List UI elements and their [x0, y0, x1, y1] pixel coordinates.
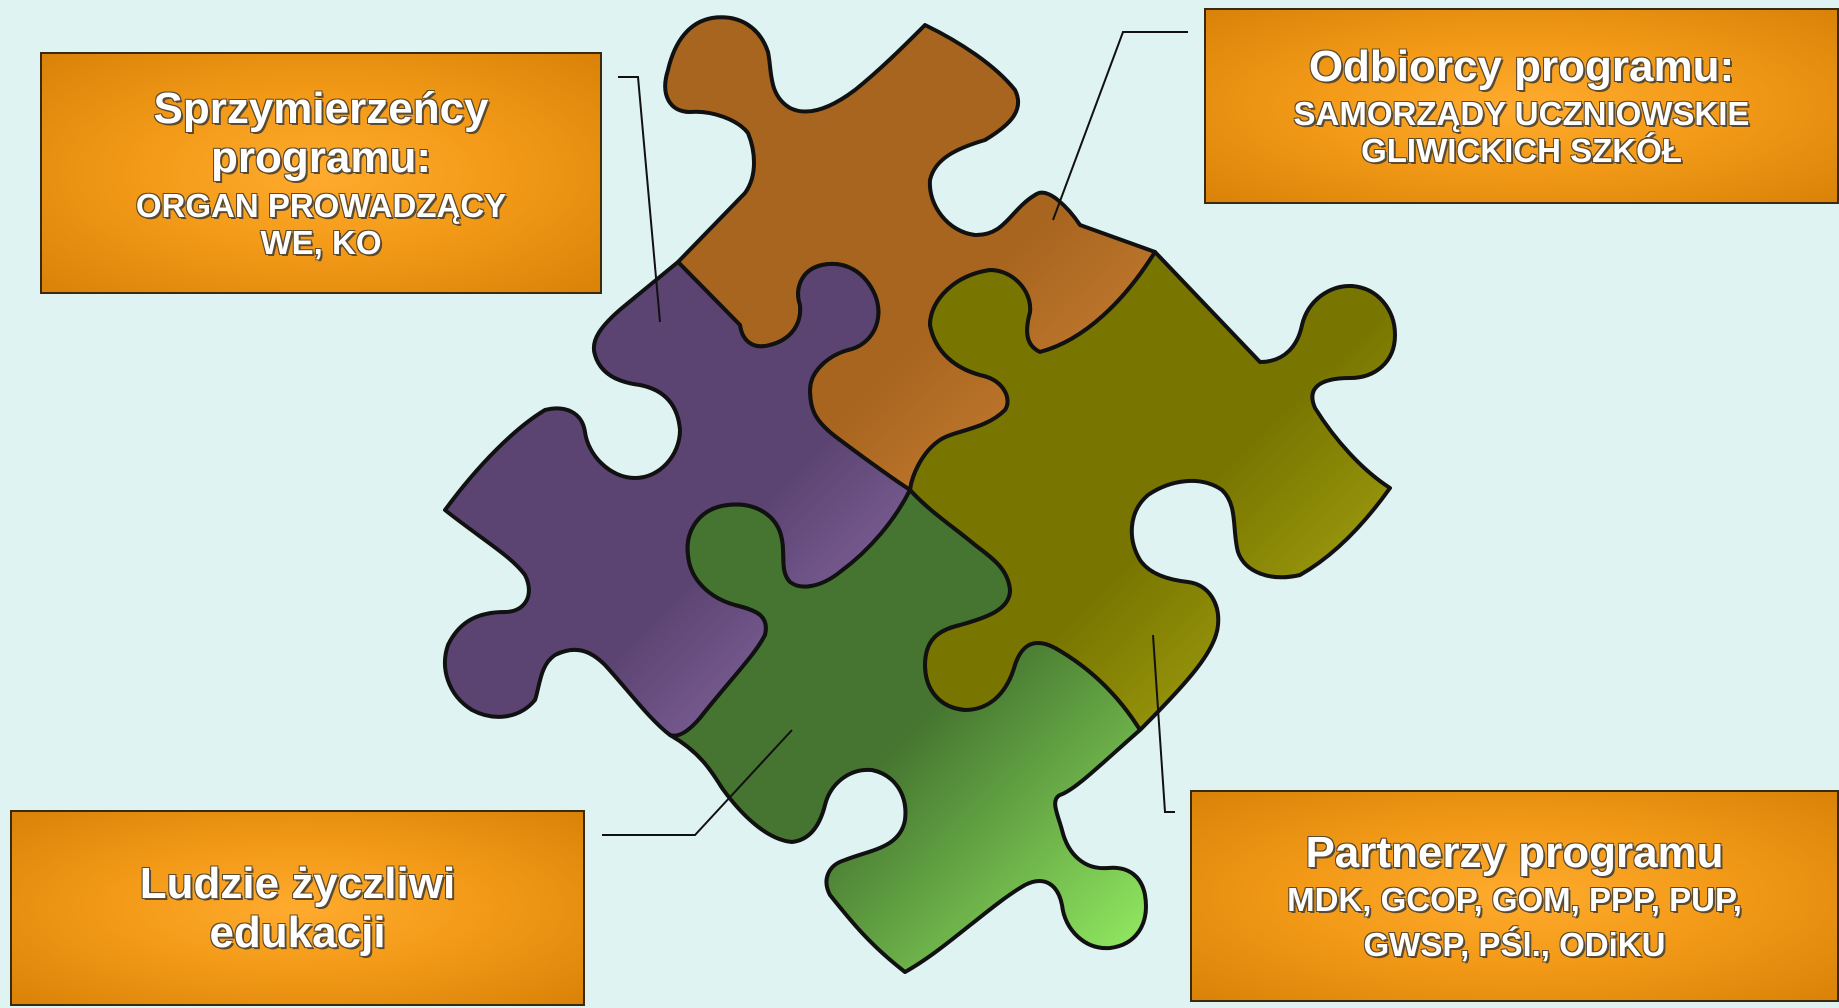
green-puzzle-piece — [668, 488, 1148, 974]
connector-recipients — [1052, 31, 1188, 221]
partners-subtitle-line-1: MDK, GCOP, GOM, PPP, PUP, — [1287, 880, 1742, 918]
allies-subtitle-line-2: WE, KO — [260, 224, 382, 262]
connector-allies — [618, 76, 661, 323]
partners-title: Partnerzy programu — [1305, 828, 1724, 878]
partners-box: Partnerzy programu MDK, GCOP, GOM, PPP, … — [1190, 790, 1839, 1002]
people-title-line-2: edukacji — [209, 908, 386, 957]
recipients-title: Odbiorcy programu: — [1308, 42, 1735, 92]
people-box: Ludzie życzliwi edukacji — [10, 810, 585, 1006]
allies-box: Sprzymierzeńcy programu: ORGAN PROWADZĄC… — [40, 52, 602, 294]
connector-people — [602, 729, 793, 836]
connector-partners — [1152, 634, 1175, 813]
partners-subtitle-line-2: GWSP, PŚl., ODiKU — [1363, 925, 1666, 963]
recipients-subtitle-line-1: SAMORZĄDY UCZNIOWSKIE — [1293, 94, 1750, 132]
recipients-box: Odbiorcy programu: SAMORZĄDY UCZNIOWSKIE… — [1204, 8, 1839, 204]
recipients-subtitle-line-2: GLIWICKICH SZKÓŁ — [1361, 131, 1682, 169]
people-title-line-1: Ludzie życzliwi — [139, 858, 456, 908]
olive-puzzle-piece — [908, 250, 1397, 732]
allies-title: Sprzymierzeńcy programu: — [153, 83, 489, 183]
allies-subtitle-line-1: ORGAN PROWADZĄCY — [135, 187, 507, 225]
